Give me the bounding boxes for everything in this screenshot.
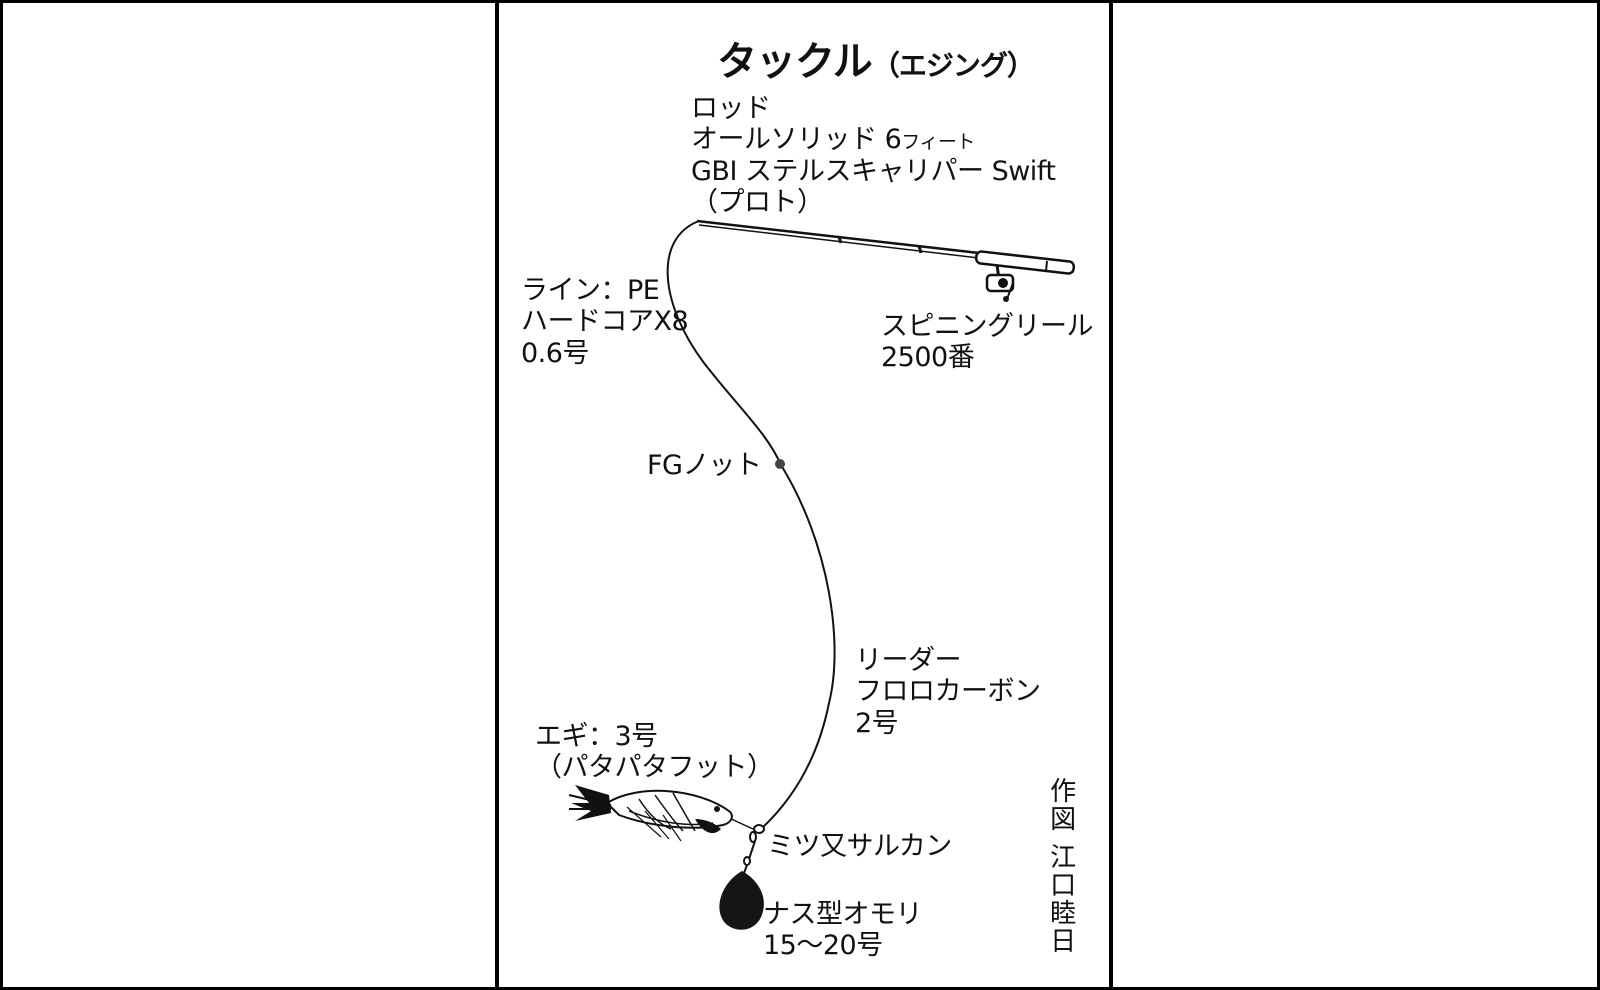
fishing-line (666, 220, 836, 830)
main-line-label: ライン：PE ハードコアX8 0.6号 (521, 275, 689, 369)
egi-size: エギ：3号 (535, 721, 658, 752)
sinker-illustration (719, 871, 764, 930)
sinker-size: 15～20号 (763, 930, 883, 962)
tackle-illustration (568, 219, 1076, 930)
reel-type: スピニングリール (881, 311, 1094, 342)
leader-label: リーダー フロロカーボン 2号 (855, 645, 1041, 739)
knot-label: FGノット (647, 450, 762, 481)
fg-knot-mark (775, 459, 785, 469)
rod-length-unit: フィート (901, 131, 975, 154)
main-line-type: ライン：PE (521, 275, 660, 306)
egi-lure-illustration (568, 785, 754, 842)
rod-label: ロッド オールソリッド 6フィート GBI ステルスキャリパー Swift （プ… (691, 93, 1056, 218)
egi-label: エギ：3号 （パタパタフット） (535, 721, 774, 784)
diagram-title: タックル（エジング） (717, 39, 1035, 85)
leader-material: フロロカーボン (855, 676, 1041, 708)
spinning-reel-illustration (985, 264, 1015, 302)
credit-name: 江口睦日 (1045, 843, 1076, 956)
main-line-size: 0.6号 (521, 337, 589, 369)
swivel-label: ミツ又サルカン (767, 831, 952, 862)
tackle-diagram-panel: タックル（エジング） ロッド オールソリッド 6フィート GBI ステルスキャリ… (495, 3, 1113, 987)
reel-size: 2500番 (881, 342, 975, 374)
title-main: タックル (717, 39, 873, 85)
reel-label: スピニングリール 2500番 (881, 311, 1094, 374)
rod-illustration (696, 219, 1076, 275)
swivel-illustration (743, 824, 765, 874)
rod-model-line: オールソリッド 6フィート (691, 124, 1055, 155)
credit-label: 作図 江口睦日 (1045, 777, 1076, 956)
rod-length: オールソリッド 6 (691, 124, 902, 156)
egi-type: （パタパタフット） (535, 752, 774, 784)
sinker-label: ナス型オモリ 15～20号 (763, 899, 923, 962)
sinker-type: ナス型オモリ (763, 899, 923, 930)
rod-heading: ロッド (691, 93, 771, 124)
title-sub: （エジング） (871, 49, 1035, 82)
rod-note: （プロト） (691, 186, 824, 218)
leader-size: 2号 (855, 707, 899, 739)
rod-name: GBI ステルスキャリパー Swift (691, 155, 1056, 187)
credit-role: 作図 (1045, 777, 1076, 833)
leader-heading: リーダー (855, 645, 961, 676)
main-line-product: ハードコアX8 (521, 306, 689, 338)
